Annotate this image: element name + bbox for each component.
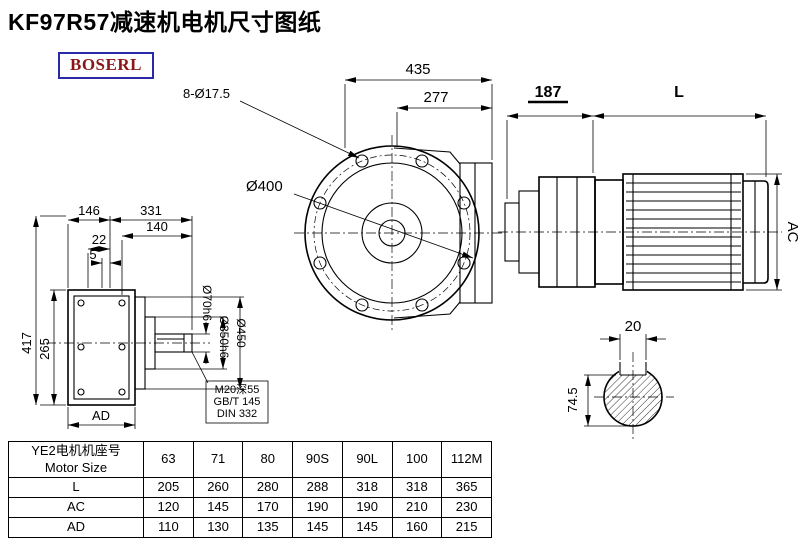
dim-5-label: 5 (89, 247, 96, 262)
dim-22: 22 (87, 232, 110, 288)
dim-331: 331 (110, 203, 193, 330)
motor-body (622, 173, 744, 291)
shaft-diameter-label: Ø70h6 (200, 285, 214, 321)
table-cell: 130 (192, 517, 244, 538)
dim-277-label: 277 (423, 89, 448, 106)
dim-74-5: 74.5 (565, 374, 628, 427)
table-header-motor-size: YE2电机机座号 Motor Size (8, 441, 144, 478)
flange-diameter-callout: Ø400 (246, 178, 474, 259)
table-cell: 190 (341, 497, 393, 518)
side-view (498, 173, 782, 291)
table-cell: 135 (242, 517, 294, 538)
dim-AC: AC (746, 173, 800, 291)
table-cell: 190 (292, 497, 343, 518)
dim-AC-label: AC (784, 222, 800, 243)
row-label-AC: AC (8, 497, 144, 518)
table-cell: 318 (391, 477, 443, 498)
dim-74-5-label: 74.5 (565, 387, 580, 412)
table-header-size-80: 80 (242, 441, 294, 478)
flange-diameter-label: Ø400 (246, 178, 283, 195)
table-cell: 288 (292, 477, 343, 498)
bolt-pattern-label: 8-Ø17.5 (183, 86, 230, 101)
table-row-AD: AD 110 130 135 145 145 160 215 (8, 517, 492, 538)
front-view (294, 135, 502, 331)
table-header-cn: YE2电机机座号 (31, 443, 121, 459)
tap-note-line1: M20深55 (215, 383, 260, 396)
table-cell: 205 (143, 477, 194, 498)
boserl-logo-text: BOSERL (70, 55, 142, 74)
table-cell: 210 (391, 497, 443, 518)
dim-20-label: 20 (625, 318, 642, 335)
dim-187: 187 (506, 84, 594, 199)
row-label-AD: AD (8, 517, 144, 538)
dim-140: 140 (121, 219, 192, 295)
table-header-size-90L: 90L (341, 441, 393, 478)
dim-20: 20 (600, 318, 666, 360)
dim-277: 277 (396, 89, 492, 146)
dim-L-label: L (674, 84, 684, 101)
table-cell: 110 (143, 517, 194, 538)
page-title: KF97R57减速机电机尺寸图纸 (8, 9, 322, 35)
table-cell: 145 (192, 497, 244, 518)
dim-spigot-diameter: Ø350h6 (155, 316, 231, 370)
table-cell: 145 (341, 517, 393, 538)
flange-diameter-left-label: Ø450 (234, 318, 248, 348)
tap-note-line3: DIN 332 (217, 408, 257, 420)
boserl-logo: BOSERL (58, 52, 154, 79)
table-cell: 160 (391, 517, 443, 538)
table-cell: 318 (341, 477, 393, 498)
table-row-L: L 205 260 280 288 318 318 365 (8, 477, 492, 498)
dim-AD-label: AD (92, 408, 110, 423)
table-cell: 365 (441, 477, 492, 498)
bolt-pattern-callout: 8-Ø17.5 (183, 86, 360, 159)
table-cell: 145 (292, 517, 343, 538)
table-cell: 260 (192, 477, 244, 498)
table-cell: 120 (143, 497, 194, 518)
housing-face (73, 295, 130, 400)
dim-AD: AD (67, 407, 136, 429)
dim-L: L (593, 84, 767, 177)
tap-note-line2: GB/T 145 (214, 396, 261, 408)
tap-note-box (205, 380, 269, 424)
dim-265-label: 265 (37, 338, 52, 360)
dim-417-label: 417 (19, 332, 34, 354)
key-section-view: 20 74.5 (565, 318, 674, 440)
spigot-diameter-label: Ø350h6 (217, 316, 231, 359)
dim-331-label: 331 (140, 203, 162, 218)
table-cell: 215 (441, 517, 492, 538)
dim-435: 435 (344, 61, 493, 160)
dim-5: 5 (89, 247, 121, 288)
table-header-row: YE2电机机座号 Motor Size 63 71 80 90S 90L 100… (8, 441, 492, 478)
table-header-size-71: 71 (192, 441, 244, 478)
table-cell: 170 (242, 497, 294, 518)
table-header-size-112M: 112M (441, 441, 492, 478)
left-side-view (46, 289, 210, 406)
dim-265: 265 (37, 289, 66, 405)
dim-140-label: 140 (146, 219, 168, 234)
tap-note: M20深55 GB/T 145 DIN 332 (191, 351, 269, 424)
motor-size-table: YE2电机机座号 Motor Size 63 71 80 90S 90L 100… (8, 441, 492, 538)
table-header-size-63: 63 (143, 441, 194, 478)
dim-shaft-diameter: Ø70h6 (192, 285, 214, 364)
row-label-L: L (8, 477, 144, 498)
table-header-size-100: 100 (391, 441, 443, 478)
dim-146-label: 146 (78, 203, 100, 218)
dim-22-label: 22 (92, 232, 106, 247)
table-cell: 280 (242, 477, 294, 498)
housing-bolts (77, 299, 126, 396)
motor-fins (626, 182, 741, 283)
fan-cover (743, 180, 769, 284)
dim-flange-diameter-left: Ø450 (145, 296, 248, 390)
dim-146: 146 (67, 203, 111, 288)
table-header-en: Motor Size (44, 459, 108, 475)
table-header-size-90S: 90S (292, 441, 343, 478)
dim-435-label: 435 (405, 61, 430, 78)
table-row-AC: AC 120 145 170 190 190 210 230 (8, 497, 492, 518)
table-cell: 230 (441, 497, 492, 518)
dim-417: 417 (19, 215, 66, 406)
dim-187-label: 187 (535, 84, 562, 101)
